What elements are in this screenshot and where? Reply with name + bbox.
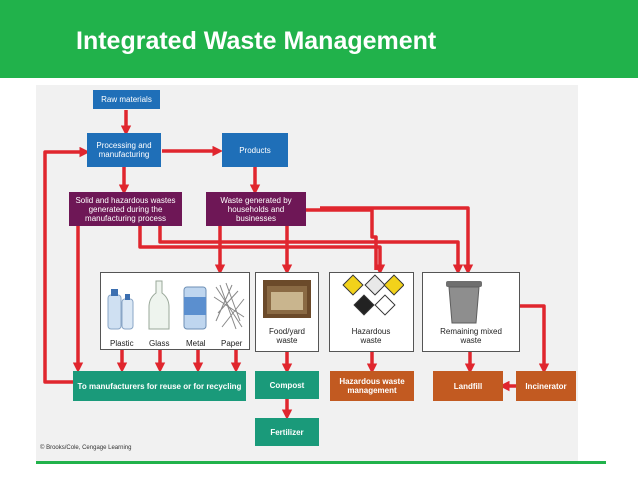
household-waste-box: Waste generated by households and busine…: [206, 192, 306, 226]
hazardous-label: Hazardous waste: [351, 327, 391, 345]
solid-hazardous-box: Solid and hazardous wastes generated dur…: [69, 192, 182, 226]
glass-bottle-icon: [148, 280, 170, 330]
recyclables-images: [107, 280, 245, 330]
incinerator-box: Incinerator: [516, 371, 576, 401]
bottom-rule: [36, 461, 606, 464]
hazardous-mgmt-box: Hazardous waste management: [330, 371, 414, 401]
raw-materials-box: Raw materials: [93, 90, 160, 109]
processing-box: Processing and manufacturing: [87, 133, 161, 167]
landfill-box: Landfill: [433, 371, 503, 401]
credit-text: © Brooks/Cole, Cengage Learning: [40, 445, 132, 451]
trash-can-icon: [446, 281, 482, 324]
compost-box: Compost: [255, 371, 319, 399]
compost-bin-icon: [263, 280, 311, 318]
plastic-bottles-icon: [107, 289, 134, 330]
page-title: Integrated Waste Management: [76, 27, 437, 55]
fertilizer-box: Fertilizer: [255, 418, 319, 446]
metal-can-icon: [183, 286, 207, 330]
recyclables-bin: [100, 272, 250, 350]
hazard-signs-icon: [342, 274, 404, 316]
paper-label: Paper: [221, 339, 243, 348]
metal-label: Metal: [186, 339, 206, 348]
products-box: Products: [222, 133, 288, 167]
manufacturers-box: To manufacturers for reuse or for recycl…: [73, 371, 246, 401]
plastic-label: Plastic: [110, 339, 134, 348]
remaining-label: Remaining mixed waste: [440, 327, 502, 345]
food-yard-label: Food/yard waste: [268, 327, 306, 345]
header-bar: [0, 0, 638, 78]
shredded-paper-icon: [213, 282, 245, 330]
glass-label: Glass: [149, 339, 170, 348]
